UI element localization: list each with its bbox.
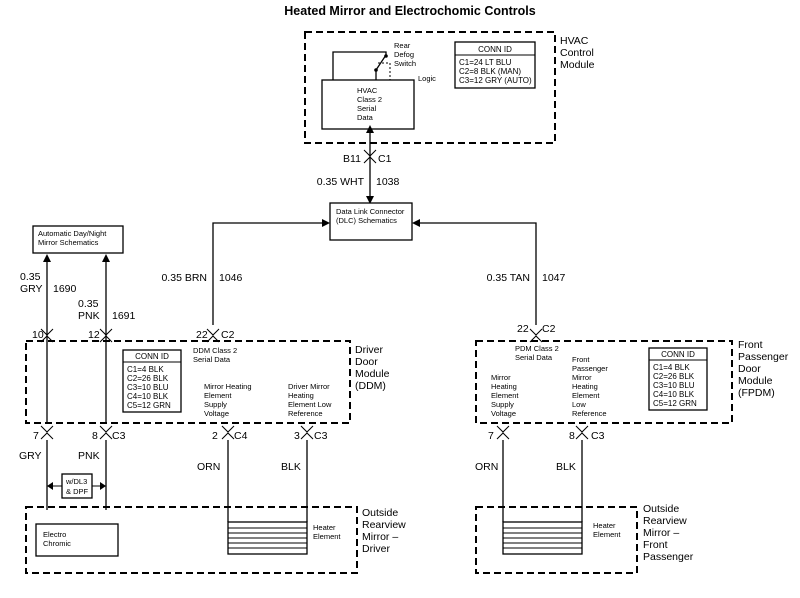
driver-lower-wiring: GRY PNK ORN BLK w/DL3 & DPF — [19, 440, 308, 522]
fpdm-serial-data-label: PDM Class 2 Serial Data — [515, 344, 561, 362]
ddm-pin-8: 8 — [92, 430, 98, 442]
auto-day-night-mirror-box: Automatic Day/Night Mirror Schematics — [32, 225, 124, 254]
hvac-control-module: HVAC Control Module Rear Defog Switch Lo… — [304, 31, 597, 144]
fpdm-low-reference-label: Front Passenger Mirror Heating Element L… — [572, 355, 610, 418]
ddm-low-reference-label: Driver Mirror Heating Element Low Refere… — [288, 382, 333, 418]
ddm-module-label: Driver Door Module (DDM) — [355, 344, 392, 392]
ddm-pin-12: 12 — [88, 329, 100, 341]
passenger-heater-label: Heater Element — [593, 521, 621, 539]
wire-1690: 0.35 GRY 1690 — [20, 254, 77, 422]
hvac-logic-box — [321, 79, 415, 130]
electro-chromic-label: Electro Chromic — [43, 530, 71, 548]
hvac-conn-id-box — [454, 41, 536, 89]
dlc-label: Data Link Connector (DLC) Schematics — [336, 207, 406, 225]
fpdm-conn-id-box — [648, 347, 708, 411]
ddm-pin-3: 3 — [294, 430, 300, 442]
passenger-mirror-label: Outside Rearview Mirror – Front Passenge… — [643, 503, 694, 563]
fpdm-connector-c2: C2 — [542, 323, 556, 335]
wire-1047-size: 0.35 TAN — [487, 272, 530, 284]
ddm-supply-voltage-label: Mirror Heating Element Supply Voltage — [204, 382, 254, 418]
ddm-pin-2: 2 — [212, 430, 218, 442]
wire-1690-size: 0.35 — [20, 271, 41, 283]
fpdm-conn-id-rows: C1=4 BLK C2=26 BLK C3=10 BLU C4=10 BLK C… — [653, 363, 697, 408]
wire-1047-circuit: 1047 — [542, 272, 566, 284]
wire-1691: 0.35 PNK 1691 — [78, 254, 136, 422]
ddm-serial-data-label: DDM Class 2 Serial Data — [193, 346, 239, 364]
driver-heater-label: Heater Element — [313, 523, 341, 541]
passenger-orn-label: ORN — [475, 461, 498, 473]
fpdm-pin-7: 7 — [488, 430, 494, 442]
hvac-connector-c1: C1 — [378, 153, 392, 165]
dlc-box: Data Link Connector (DLC) Schematics — [329, 202, 413, 241]
fpdm-supply-voltage-label: Mirror Heating Element Supply Voltage — [491, 373, 521, 418]
auto-mirror-label: Automatic Day/Night Mirror Schematics — [38, 229, 108, 247]
fpdm-pin-22: 22 — [517, 323, 529, 335]
fpdm-module-label: Front Passenger Door Module (FPDM) — [738, 339, 791, 399]
ddm-connector-c2: C2 — [221, 329, 235, 341]
wire-1691-circuit: 1691 — [112, 310, 136, 322]
fpdm-pin-8: 8 — [569, 430, 575, 442]
lower-blk-label: BLK — [281, 461, 301, 473]
hvac-conn-id-header: CONN ID — [478, 45, 512, 54]
outside-mirror-driver: Outside Rearview Mirror – Driver Electro… — [25, 506, 409, 574]
rear-defog-switch-label: Rear Defog Switch — [394, 41, 416, 68]
wire-1038-circuit: 1038 — [376, 176, 400, 188]
driver-door-module: Driver Door Module (DDM) 10 12 22 C2 DDM… — [25, 328, 392, 442]
fpdm-connector-c3: C3 — [591, 430, 605, 442]
wire-1046: 0.35 BRN 1046 — [161, 219, 330, 325]
hvac-module-label: HVAC Control Module — [560, 35, 597, 71]
wire-1690-color: GRY — [20, 283, 43, 295]
wire-1038-size: 0.35 WHT — [317, 176, 365, 188]
logic-label: Logic — [418, 74, 436, 83]
option-dl3-dpf-label: w/DL3 & DPF — [65, 477, 89, 496]
outside-mirror-passenger: Outside Rearview Mirror – Front Passenge… — [475, 503, 694, 574]
passenger-blk-label: BLK — [556, 461, 576, 473]
option-dl3-dpf-box — [61, 473, 93, 499]
lower-orn-label: ORN — [197, 461, 220, 473]
front-passenger-door-module: 22 C2 Front Passenger Door Module (FPDM)… — [475, 323, 791, 442]
electro-chromic-box — [35, 523, 119, 557]
driver-mirror-label: Outside Rearview Mirror – Driver — [362, 507, 409, 555]
ddm-conn-id-box — [122, 349, 182, 413]
wire-1046-size: 0.35 BRN — [161, 272, 207, 284]
passenger-lower-wiring: ORN BLK — [475, 440, 583, 522]
hvac-conn-id-rows: C1=24 LT BLU C2=8 BLK (MAN) C3=12 GRY (A… — [459, 58, 532, 85]
hvac-serial-data-label: HVAC Class 2 Serial Data — [357, 86, 384, 122]
ddm-conn-id-rows: C1=4 BLK C2=26 BLK C3=10 BLU C4=10 BLK C… — [127, 365, 171, 410]
fpdm-conn-id-header: CONN ID — [661, 350, 695, 359]
ddm-connector-c3: C3 — [112, 430, 126, 442]
ddm-pin-10: 10 — [32, 329, 44, 341]
wire-1046-circuit: 1046 — [219, 272, 243, 284]
wire-1691-color: PNK — [78, 310, 100, 322]
wire-1047: 0.35 TAN 1047 — [412, 219, 566, 325]
wire-1691-size: 0.35 — [78, 298, 99, 310]
ddm-pin-22: 22 — [196, 329, 208, 341]
lower-pnk-label: PNK — [78, 450, 100, 462]
ddm-conn-id-header: CONN ID — [135, 352, 169, 361]
ddm-connector-c4: C4 — [234, 430, 248, 442]
hvac-pin-b11: B11 — [343, 153, 361, 165]
ddm-connector-c3b: C3 — [314, 430, 328, 442]
diagram-title: Heated Mirror and Electrochomic Controls — [284, 4, 535, 18]
wire-1690-circuit: 1690 — [53, 283, 77, 295]
ddm-pin-7: 7 — [33, 430, 39, 442]
wire-1038: B11 C1 0.35 WHT 1038 — [317, 125, 400, 204]
lower-gry-label: GRY — [19, 450, 42, 462]
